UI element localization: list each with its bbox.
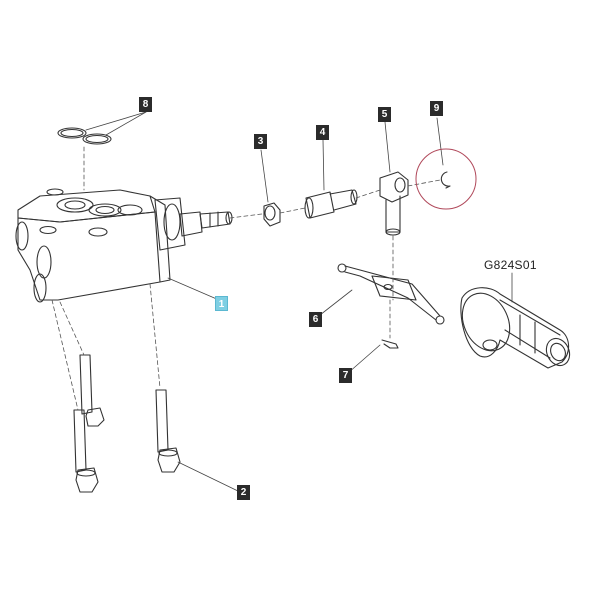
nut xyxy=(263,202,281,227)
linkage-rod xyxy=(337,263,445,325)
bolt-rear-left xyxy=(79,354,105,427)
callout-2[interactable]: 2 xyxy=(237,485,250,500)
assembly-centerlines xyxy=(51,146,441,411)
o-ring-upper xyxy=(57,127,87,139)
callout-8[interactable]: 8 xyxy=(139,97,152,112)
callout-7[interactable]: 7 xyxy=(339,368,352,383)
rod-end xyxy=(379,171,409,236)
cotter-pin xyxy=(381,339,399,349)
callout-1[interactable]: 1 xyxy=(215,296,228,311)
figure-code: G824S01 xyxy=(484,258,537,272)
o-ring-lower xyxy=(82,133,112,145)
bolt-front-right xyxy=(155,389,181,473)
bolt-front-left xyxy=(73,409,99,493)
retaining-clip xyxy=(440,171,451,189)
callout-9[interactable]: 9 xyxy=(430,101,443,116)
callout-5[interactable]: 5 xyxy=(378,107,391,122)
connector xyxy=(304,189,358,219)
highlight-circle xyxy=(415,148,477,210)
valve-body xyxy=(15,188,233,303)
callout-4[interactable]: 4 xyxy=(316,125,329,140)
callout-3[interactable]: 3 xyxy=(254,134,267,149)
callout-6[interactable]: 6 xyxy=(309,312,322,327)
bushing-assembly xyxy=(460,287,571,369)
leader-lines xyxy=(85,111,513,493)
